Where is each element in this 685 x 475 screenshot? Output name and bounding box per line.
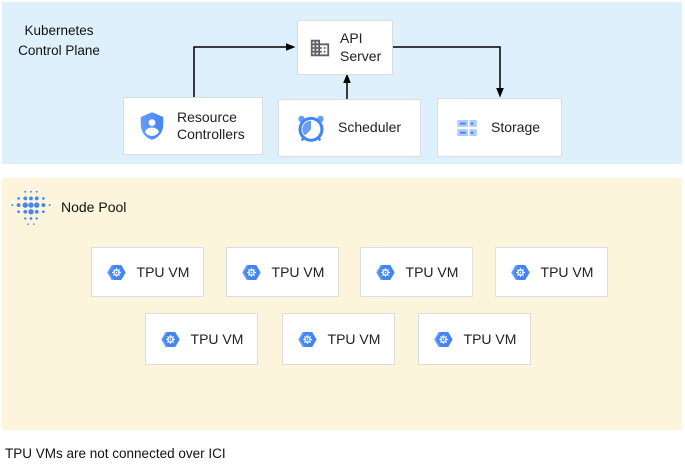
gke-hexagon-icon [375, 263, 395, 281]
control-plane-label: Kubernetes Control Plane [18, 23, 100, 58]
gke-hexagon-icon [433, 330, 453, 348]
tpu-vm-label: TPU VM [136, 264, 190, 280]
tpu-vm-label: TPU VM [463, 331, 517, 347]
tpu-vm-box-4: TPU VM [495, 247, 608, 297]
scheduler-node: Scheduler [278, 99, 421, 157]
tpu-vm-box-2: TPU VM [226, 247, 339, 297]
node-pool-dots-icon [11, 190, 51, 226]
storage-label: Storage [491, 118, 541, 135]
tpu-vm-label: TPU VM [405, 264, 459, 280]
scheduler-label: Scheduler [338, 119, 402, 136]
alarm-clock-icon [298, 115, 324, 142]
tpu-vm-label: TPU VM [327, 331, 381, 347]
tpu-vm-label: TPU VM [190, 331, 244, 347]
tpu-vm-box-1: TPU VM [91, 247, 204, 297]
shield-user-icon [140, 112, 164, 140]
api-server-label: API Server [340, 30, 382, 64]
storage-disks-icon [457, 119, 477, 136]
node-pool-region [2, 178, 682, 430]
resource-controllers-label: Resource Controllers [177, 108, 245, 143]
storage-node: Storage [437, 98, 562, 157]
gke-hexagon-icon [297, 330, 317, 348]
caption-text: TPU VMs are not connected over ICI [5, 446, 226, 461]
resource-controllers-node: Resource Controllers [123, 97, 263, 155]
tpu-vm-label: TPU VM [271, 264, 325, 280]
gke-hexagon-icon [241, 263, 261, 281]
node-pool-label: Node Pool [61, 199, 127, 215]
gke-hexagon-icon [510, 263, 530, 281]
tpu-vm-box-7: TPU VM [418, 313, 531, 365]
gke-hexagon-icon [106, 263, 126, 281]
tpu-vm-label: TPU VM [540, 264, 594, 280]
building-icon [310, 39, 330, 56]
tpu-vm-box-3: TPU VM [360, 247, 473, 297]
api-server-node: API Server [297, 20, 393, 75]
gke-hexagon-icon [160, 330, 180, 348]
tpu-vm-box-6: TPU VM [282, 313, 395, 365]
tpu-vm-box-5: TPU VM [145, 313, 258, 365]
